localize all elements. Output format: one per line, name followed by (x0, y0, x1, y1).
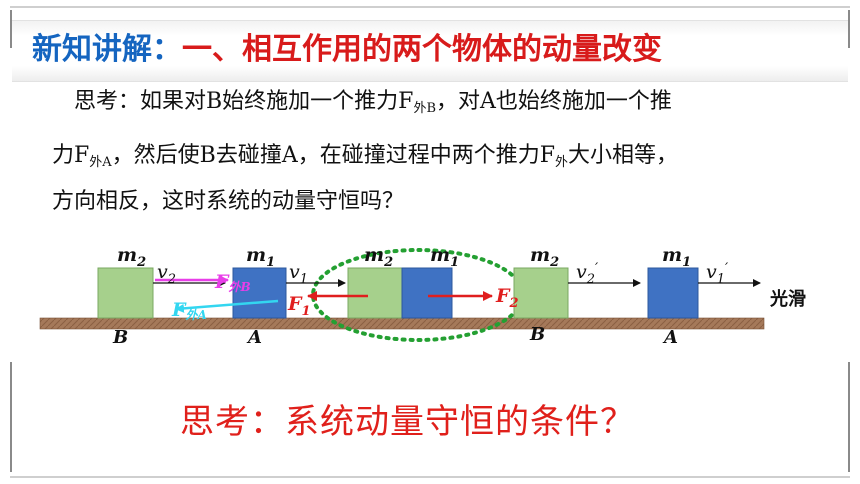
question-text: 思考：系统动量守恒的条件？ (180, 402, 635, 442)
bottom-frame-line (10, 476, 850, 478)
line1-text-a: 思考：如果对B始终施加一个推力F (74, 89, 414, 114)
block-b-colliding (347, 267, 403, 319)
left-side-mark-top (10, 10, 12, 48)
paragraph-line-2: 力F外A，然后使B去碰撞A，在碰撞过程中两个推力F外大小相等， (52, 140, 852, 179)
label-a-stage1: A (246, 327, 262, 348)
right-side-mark-bottom (848, 362, 850, 472)
block-a-after (647, 267, 699, 319)
label-v1: v1 (289, 261, 308, 287)
collision-diagram: m2 m1 v2 v1 F外B F外A B A m2 m1 F1 F2 m2 m… (39, 244, 806, 348)
line2-text-b: ，然后使B去碰撞A，在碰撞过程中两个推力F (111, 143, 555, 168)
paragraph-line-1: 思考：如果对B始终施加一个推力F外B，对A也始终施加一个推 (74, 86, 860, 125)
label-v1-prime: v1′ (706, 261, 729, 287)
block-b-before (97, 267, 154, 319)
paragraph-line-3: 方向相反，这时系统的动量守恒吗？ (52, 189, 405, 214)
label-smooth-surface: 光滑 (769, 288, 806, 310)
label-f1: F1 (287, 293, 311, 319)
label-f2: F2 (495, 285, 519, 311)
left-side-mark-bottom (10, 362, 12, 472)
label-v2-prime: v2′ (576, 261, 599, 287)
line2-sub-a: 外A (89, 155, 112, 170)
title-prefix: 新知讲解： (32, 32, 182, 67)
top-frame-line (10, 6, 850, 8)
label-m1-stage1: m1 (246, 244, 275, 270)
label-v2: v2 (157, 261, 176, 287)
label-m2-stage2: m2 (364, 244, 393, 270)
external-force-a-arrow (175, 299, 279, 313)
title-main: 一、相互作用的两个物体的动量改变 (182, 32, 662, 67)
block-a-colliding (401, 267, 453, 319)
slide-title: 新知讲解：一、相互作用的两个物体的动量改变 (32, 28, 662, 72)
line1-sub: 外B (413, 101, 436, 116)
title-bar (12, 20, 848, 82)
line1-text-b: ，对A也始终施加一个推 (436, 89, 672, 114)
label-m1-stage3: m1 (662, 244, 691, 270)
line2-text-a: 力F (52, 143, 90, 168)
label-f-external-b: F外B (214, 271, 251, 294)
label-b-stage1: B (112, 327, 128, 348)
line2-sub-b: 外 (554, 155, 568, 170)
ground-surface (39, 317, 765, 330)
right-side-mark-top (848, 10, 850, 48)
label-f-external-a: F外A (171, 299, 207, 322)
label-b-stage3: B (529, 324, 545, 345)
block-b-after (513, 267, 569, 319)
line2-text-c: 大小相等， (568, 143, 679, 168)
label-m2-stage1: m2 (117, 244, 146, 270)
label-m1-stage2: m1 (430, 244, 459, 270)
label-a-stage3: A (662, 327, 678, 348)
block-a-before (232, 267, 287, 319)
label-m2-stage3: m2 (530, 244, 559, 270)
